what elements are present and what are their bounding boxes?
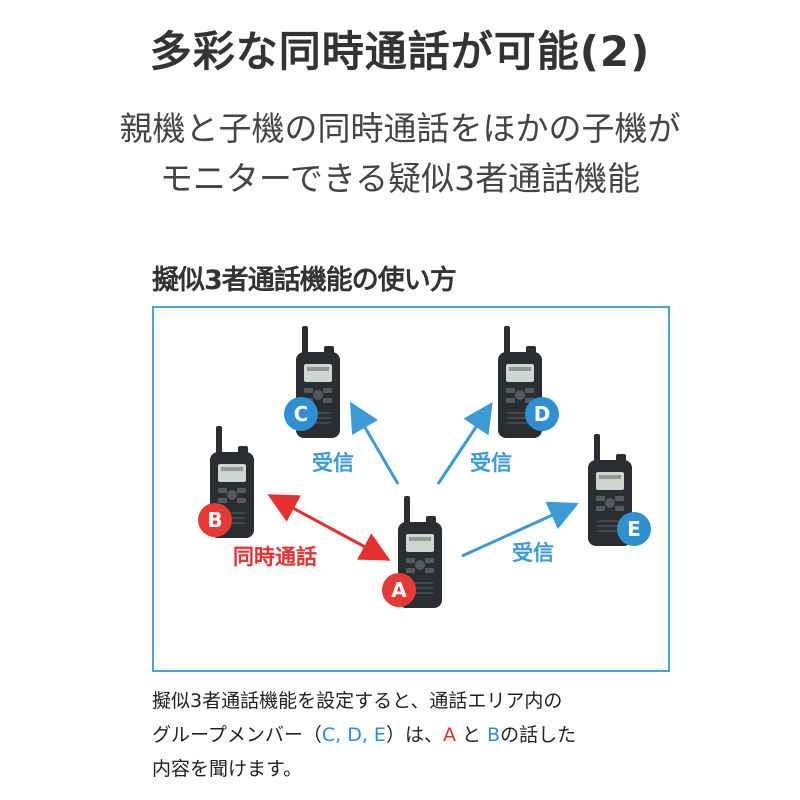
diagram-heading: 擬似3者通話機能の使い方 (152, 265, 457, 296)
diagram-frame (152, 306, 670, 672)
caption: 擬似3者通話機能を設定すると、通話エリア内の グループメンバー（C, D, E）… (152, 684, 712, 786)
arrow-a-b-talk (267, 494, 391, 561)
arrow-a-to-c (349, 401, 400, 485)
caption-members-prefix: グループメンバー（ (152, 724, 322, 746)
arrow-a-to-d (436, 402, 493, 485)
page-title: 多彩な同時通話が可能(2) (149, 27, 651, 76)
badge-a: A (382, 573, 416, 607)
caption-line-3: 内容を聞けます。 (152, 758, 303, 780)
label-receive-e: 受信 (512, 541, 554, 565)
badge-d: D (525, 397, 559, 431)
label-receive-d: 受信 (470, 451, 512, 475)
subtitle: 親機と子機の同時通話をほかの子機が モニターできる疑似3者通話機能 (0, 104, 800, 204)
badge-c: C (284, 397, 318, 431)
caption-a: A (442, 724, 456, 746)
caption-b: B (487, 724, 501, 746)
caption-line-2: グループメンバー（C, D, E）は、A と Bの話した (152, 718, 712, 752)
caption-mid: ）は、 (385, 724, 443, 746)
label-simultaneous-talk: 同時通話 (233, 545, 317, 569)
caption-post: の話した (500, 724, 577, 746)
badge-b: B (198, 503, 232, 537)
caption-line-1: 擬似3者通話機能を設定すると、通話エリア内の (152, 690, 563, 712)
subtitle-line-2: モニターできる疑似3者通話機能 (159, 159, 641, 198)
caption-to: と (455, 724, 488, 746)
caption-members: C, D, E (321, 724, 386, 746)
badge-e: E (617, 512, 651, 546)
subtitle-line-1: 親機と子機の同時通話をほかの子機が (119, 109, 681, 148)
arrow-a-to-e (461, 501, 579, 558)
label-receive-c: 受信 (312, 451, 354, 475)
